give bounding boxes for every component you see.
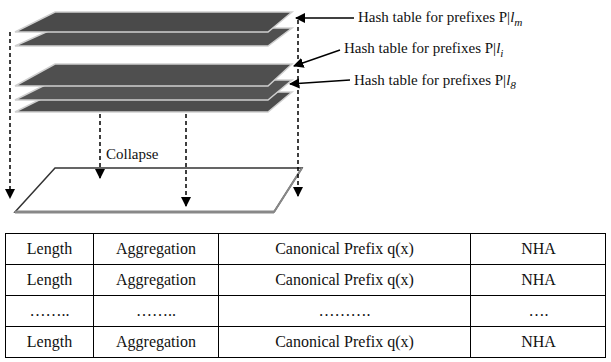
hash-table-label: Hash table for prefixes P|l8 <box>354 72 516 91</box>
table-cell: Length <box>6 234 93 264</box>
collapsed-plane <box>15 168 302 212</box>
table-cell: NHA <box>471 327 606 357</box>
table-cell: Canonical Prefix q(x) <box>219 327 470 357</box>
table-cell: …. <box>471 296 606 326</box>
collapse-arrows <box>10 20 298 206</box>
hash-table-label: Hash table for prefixes P|li <box>344 40 503 59</box>
table-cell: Aggregation <box>94 265 218 295</box>
table-cell: Length <box>6 327 93 357</box>
hash-table-label: Hash table for prefixes P|lm <box>358 9 522 28</box>
hash-table-plates <box>15 12 292 112</box>
collapse-label: Collapse <box>104 146 161 163</box>
table-cell: …….. <box>94 296 218 326</box>
table-cell: …….. <box>6 296 93 326</box>
table-cell: Aggregation <box>94 327 218 357</box>
table-cell: Length <box>6 265 93 295</box>
table-cell: Aggregation <box>94 234 218 264</box>
table-cell: Canonical Prefix q(x) <box>219 234 470 264</box>
table-grid <box>5 233 606 358</box>
table-cell: ………. <box>219 296 470 326</box>
table-cell: NHA <box>471 265 606 295</box>
table-cell: NHA <box>471 234 606 264</box>
table-cell: Canonical Prefix q(x) <box>219 265 470 295</box>
